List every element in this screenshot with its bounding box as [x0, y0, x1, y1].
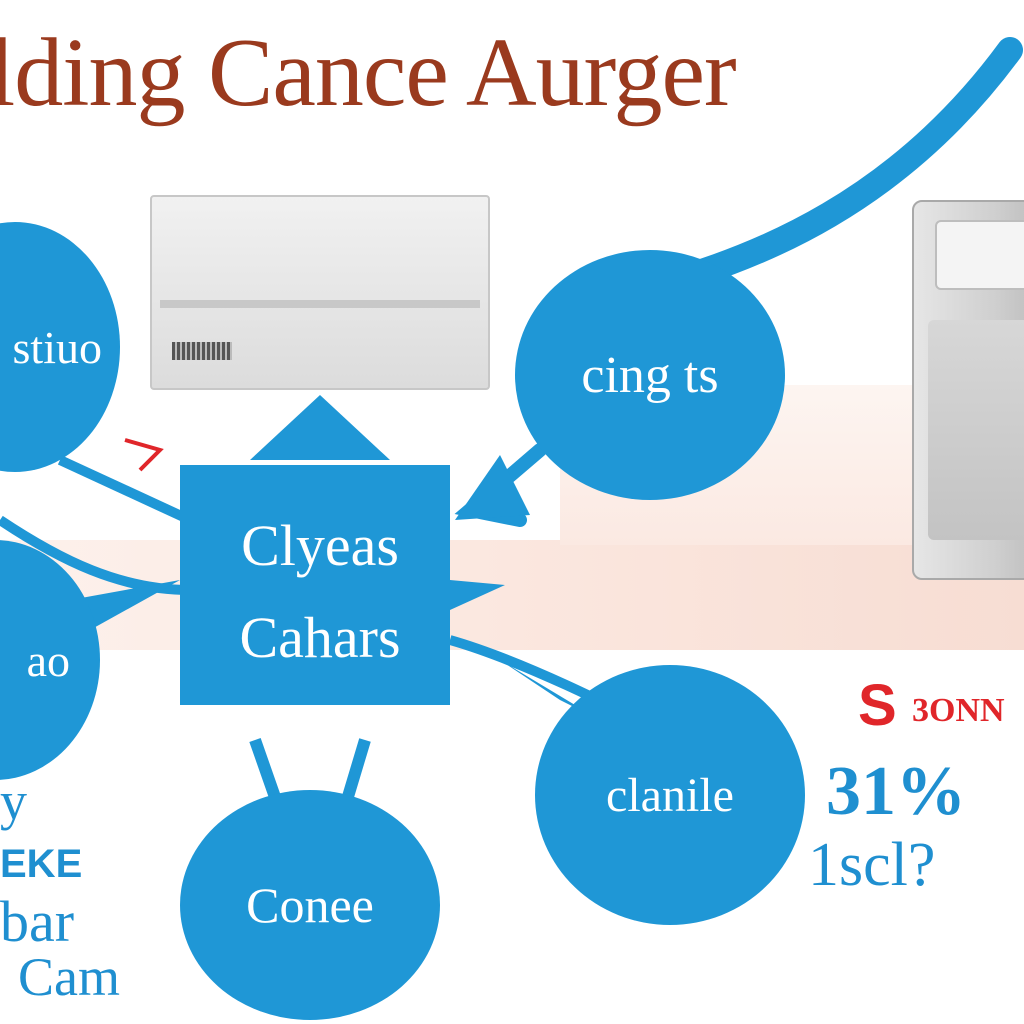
- arrow-right-top-tip: [455, 455, 530, 520]
- node-bottom-right: clanile: [535, 665, 805, 925]
- arrow-left-mid: [0, 515, 191, 595]
- central-hub: [180, 465, 450, 705]
- node-left-top-label: stiuo: [12, 321, 102, 373]
- side-right-line1: S: [858, 673, 897, 738]
- hub-label-line1: Clyeas: [241, 513, 399, 578]
- hub-label-line2: Cahars: [239, 605, 401, 670]
- arrow-right: [450, 580, 505, 610]
- side-left-line1: y: [0, 771, 27, 831]
- node-bottom-center-label: Conee: [246, 877, 374, 933]
- side-left-line2: EKE: [0, 842, 83, 886]
- red-mark-left: [124, 438, 164, 472]
- arrow-left-top: [57, 455, 193, 525]
- side-right-line2: 3ONN: [912, 692, 1005, 729]
- side-right-line3: 31%: [826, 753, 966, 830]
- arrow-left-mid-tip: [70, 580, 180, 630]
- air-conditioner-vent: [160, 300, 480, 308]
- node-left-mid-label: ao: [26, 634, 70, 686]
- node-right-top: cing ts: [515, 250, 785, 500]
- arrow-top: [250, 395, 390, 460]
- node-right-top-label: cing ts: [581, 346, 719, 404]
- diagram-title: lding Cance Aurger: [0, 19, 737, 127]
- dehumidifier-top: [935, 220, 1024, 290]
- node-bottom-center: Conee: [180, 790, 440, 1020]
- side-right-line4: 1scl?: [808, 831, 936, 899]
- side-left-line4: Cam: [18, 947, 120, 1007]
- hub-label: Clyeas Cahars: [190, 500, 450, 684]
- air-conditioner-label-plate: [172, 342, 232, 360]
- dehumidifier-panel: [928, 320, 1024, 540]
- side-left-line3: bar: [0, 889, 75, 954]
- sweep-arrow: [627, 37, 1023, 303]
- background-band: [0, 540, 1024, 650]
- node-bottom-right-label: clanile: [606, 768, 734, 822]
